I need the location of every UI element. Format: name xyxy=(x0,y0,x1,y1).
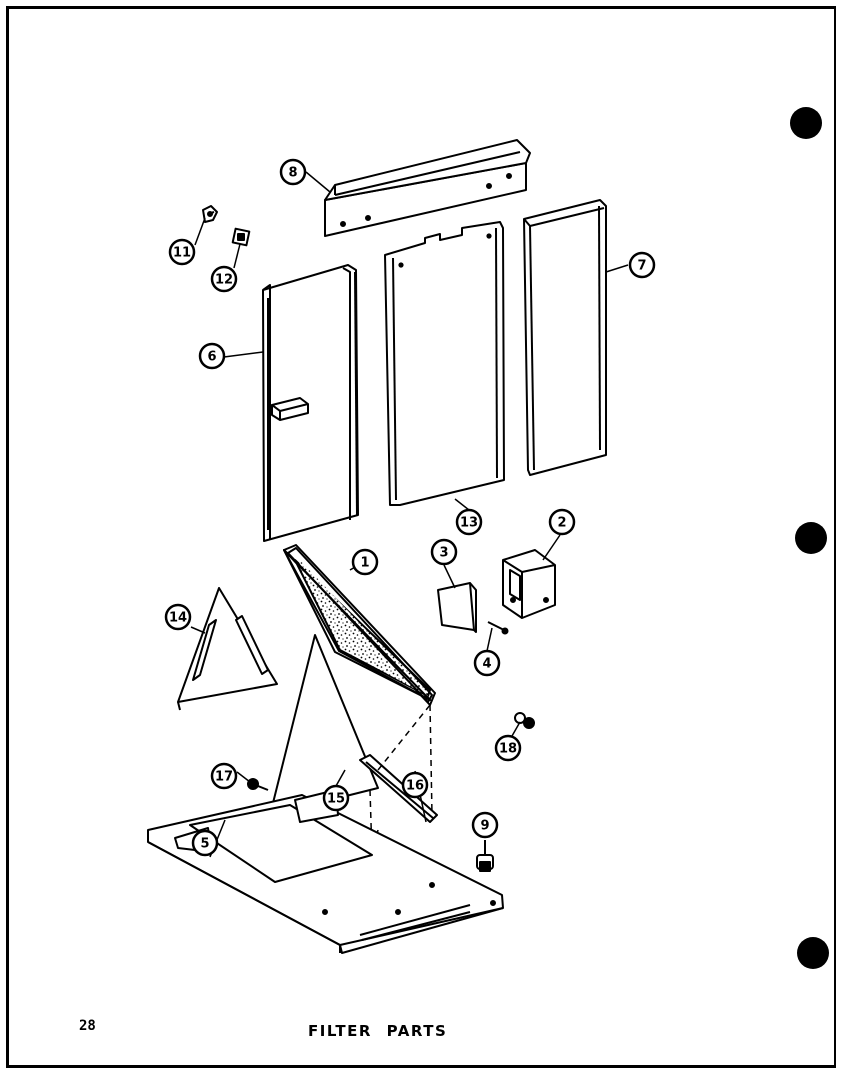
callout-circle xyxy=(210,762,238,790)
callout-number: 9 xyxy=(480,819,489,834)
callout-number: 3 xyxy=(439,546,448,561)
callout-circle xyxy=(473,649,501,677)
callout-number: 1 xyxy=(360,556,369,571)
callout-number: 14 xyxy=(169,611,187,626)
callout-number: 5 xyxy=(200,837,209,852)
callout-circle xyxy=(401,771,429,799)
callout-5: 5 xyxy=(191,829,219,857)
part-4-screw xyxy=(487,621,509,635)
callout-1: 1 xyxy=(351,548,379,576)
callout-11: 11 xyxy=(168,238,196,266)
callout-number: 11 xyxy=(173,246,191,261)
binder-hole xyxy=(790,107,822,139)
callout-number: 6 xyxy=(207,350,216,365)
callout-9: 9 xyxy=(471,811,499,839)
part-1-filter xyxy=(283,544,436,706)
callout-number: 17 xyxy=(215,770,233,785)
part-16-angle-strip xyxy=(359,754,438,823)
callout-12: 12 xyxy=(210,265,238,293)
callout-18: 18 xyxy=(494,734,522,762)
callout-circle xyxy=(198,342,226,370)
callout-circle xyxy=(471,811,499,839)
callout-circle xyxy=(548,508,576,536)
callout-2: 2 xyxy=(548,508,576,536)
part-7-right-panel xyxy=(523,199,607,476)
callout-4: 4 xyxy=(473,649,501,677)
binder-hole xyxy=(795,522,827,554)
callout-circle xyxy=(322,784,350,812)
page-number: 28 xyxy=(79,1018,96,1034)
callout-8: 8 xyxy=(279,158,307,186)
callout-circle xyxy=(430,538,458,566)
callout-number: 18 xyxy=(499,742,517,757)
part-3-cover xyxy=(437,582,477,633)
callout-7: 7 xyxy=(628,251,656,279)
callout-number: 4 xyxy=(482,657,491,672)
callout-circle xyxy=(191,829,219,857)
part-14-triangle-baffle xyxy=(177,587,278,711)
callout-circle xyxy=(494,734,522,762)
callout-13: 13 xyxy=(455,508,483,536)
part-13-center-panel xyxy=(384,221,505,506)
part-2-box xyxy=(502,549,556,619)
binder-hole xyxy=(797,937,829,969)
part-6-left-panel xyxy=(262,264,359,542)
page-title: FILTER PARTS xyxy=(308,1022,448,1040)
callout-number: 15 xyxy=(327,792,345,807)
part-8-top-rail xyxy=(324,139,531,237)
callout-circle xyxy=(279,158,307,186)
callout-number: 2 xyxy=(557,516,566,531)
callout-14: 14 xyxy=(164,603,192,631)
callout-15: 15 xyxy=(322,784,350,812)
callout-number: 16 xyxy=(406,779,424,794)
binder-holes xyxy=(790,107,829,969)
callout-6: 6 xyxy=(198,342,226,370)
callout-16: 16 xyxy=(401,771,429,799)
callout-circle xyxy=(455,508,483,536)
page-border xyxy=(6,6,836,1068)
part-9-plug xyxy=(476,840,494,872)
part-17-screw xyxy=(247,778,269,791)
callout-number: 7 xyxy=(637,259,646,274)
part-12-clip xyxy=(231,227,251,247)
callout-number: 13 xyxy=(460,516,478,531)
callout-number: 8 xyxy=(288,166,297,181)
callout-circle xyxy=(164,603,192,631)
callout-circle xyxy=(210,265,238,293)
part-5-base-pan xyxy=(147,789,504,954)
callout-17: 17 xyxy=(210,762,238,790)
callout-circle xyxy=(351,548,379,576)
callout-3: 3 xyxy=(430,538,458,566)
callout-number: 12 xyxy=(215,273,233,288)
callout-circle xyxy=(168,238,196,266)
callout-circle xyxy=(628,251,656,279)
